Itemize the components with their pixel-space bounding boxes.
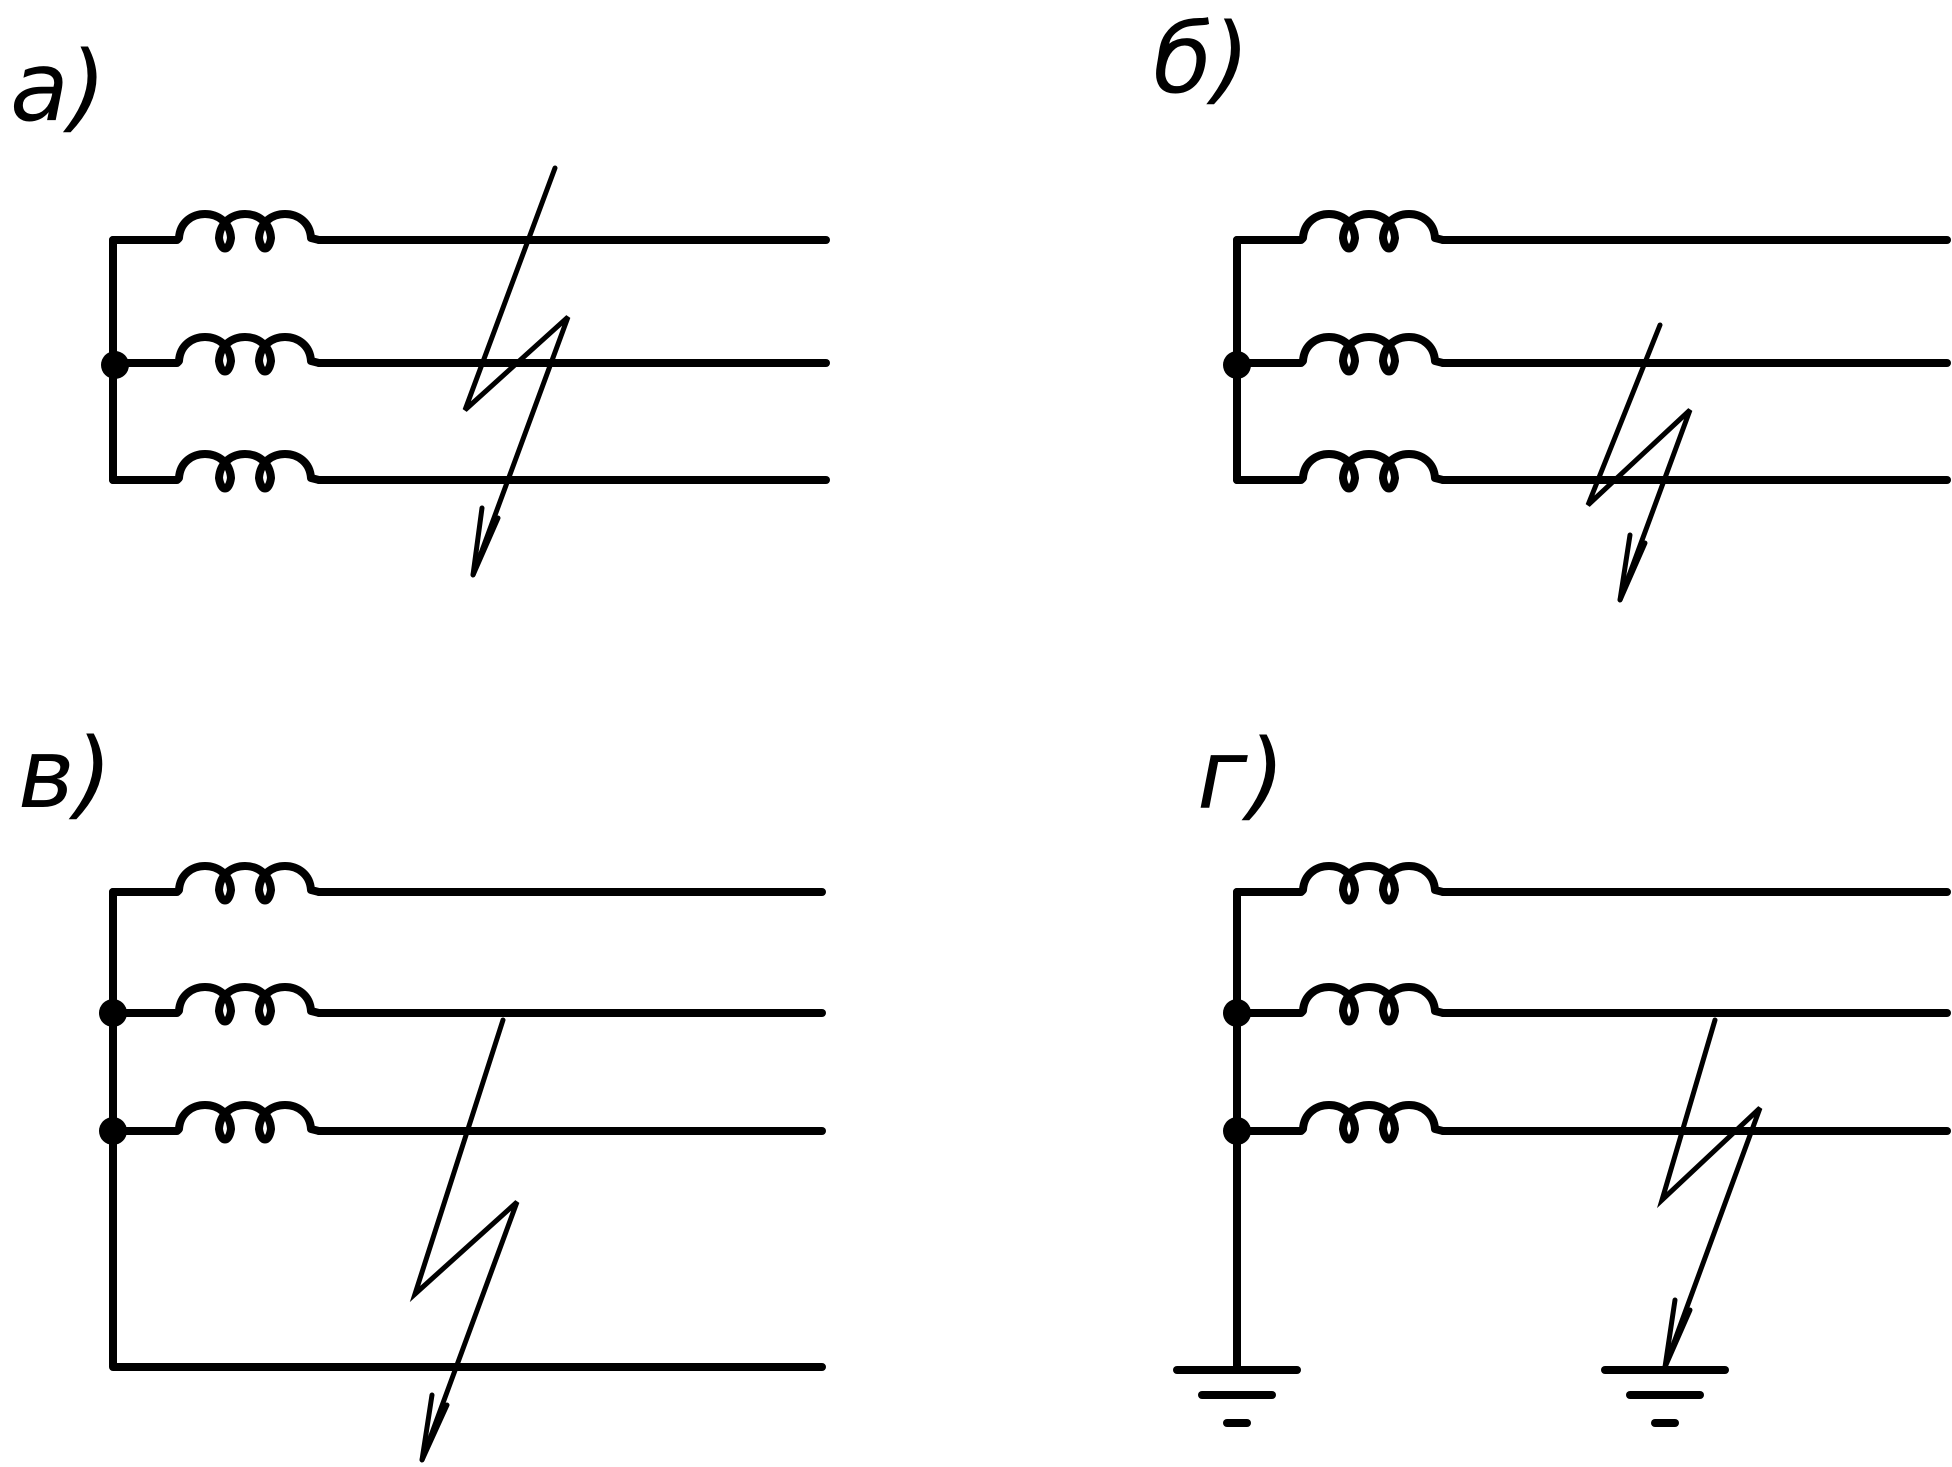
panel-v-phase-1	[113, 866, 826, 901]
panel-a-phase-3	[113, 454, 830, 489]
inductor-icon	[113, 987, 319, 1022]
panel-g-phase-3	[1237, 1105, 1951, 1140]
inductor-icon	[1237, 1105, 1443, 1140]
inductor-icon	[113, 1105, 319, 1140]
panel-a-label: а)	[10, 31, 106, 143]
panel-b-label: б)	[1153, 3, 1250, 115]
neutral-node	[101, 351, 129, 379]
inductor-icon	[1237, 866, 1443, 901]
inductor-icon	[113, 866, 319, 901]
panel-v-phase-2	[113, 987, 826, 1022]
inductor-icon	[113, 454, 319, 489]
fault-arrow-icon	[409, 1017, 520, 1463]
inductor-icon	[113, 337, 319, 372]
panel-a-phase-2	[113, 337, 830, 372]
neutral-node	[1223, 999, 1251, 1027]
fault-arrow-icon	[462, 165, 571, 578]
inductor-icon	[1237, 337, 1443, 372]
fault-arrow-icon	[1585, 322, 1693, 603]
panel-a: а)	[10, 31, 830, 578]
panel-b-phase-2	[1237, 337, 1951, 372]
panel-v-phase-3	[113, 1105, 826, 1140]
panel-g-label: г)	[1197, 719, 1285, 831]
fault-ground-icon	[1601, 1366, 1729, 1427]
panel-v: в)	[18, 718, 826, 1463]
panel-g-phase-2	[1237, 987, 1951, 1022]
neutral-node	[1223, 1117, 1251, 1145]
inductor-icon	[1237, 214, 1443, 249]
inductor-icon	[1237, 454, 1443, 489]
panel-g: г)	[1173, 719, 1951, 1427]
panel-a-phase-1	[113, 214, 830, 249]
neutral-node	[1223, 351, 1251, 379]
neutral-node	[99, 999, 127, 1027]
inductor-icon	[113, 214, 319, 249]
panel-g-phase-1	[1237, 866, 1951, 901]
neutral-node	[99, 1117, 127, 1145]
panel-v-label: в)	[18, 718, 112, 830]
panel-b-phase-1	[1237, 214, 1951, 249]
fault-arrow-icon	[1657, 1017, 1763, 1370]
panel-b-phase-3	[1237, 454, 1951, 489]
neutral-ground-icon	[1173, 1366, 1301, 1427]
panel-v-neutral-wire	[109, 888, 826, 1371]
panel-b: б)	[1153, 3, 1951, 603]
inductor-icon	[1237, 987, 1443, 1022]
